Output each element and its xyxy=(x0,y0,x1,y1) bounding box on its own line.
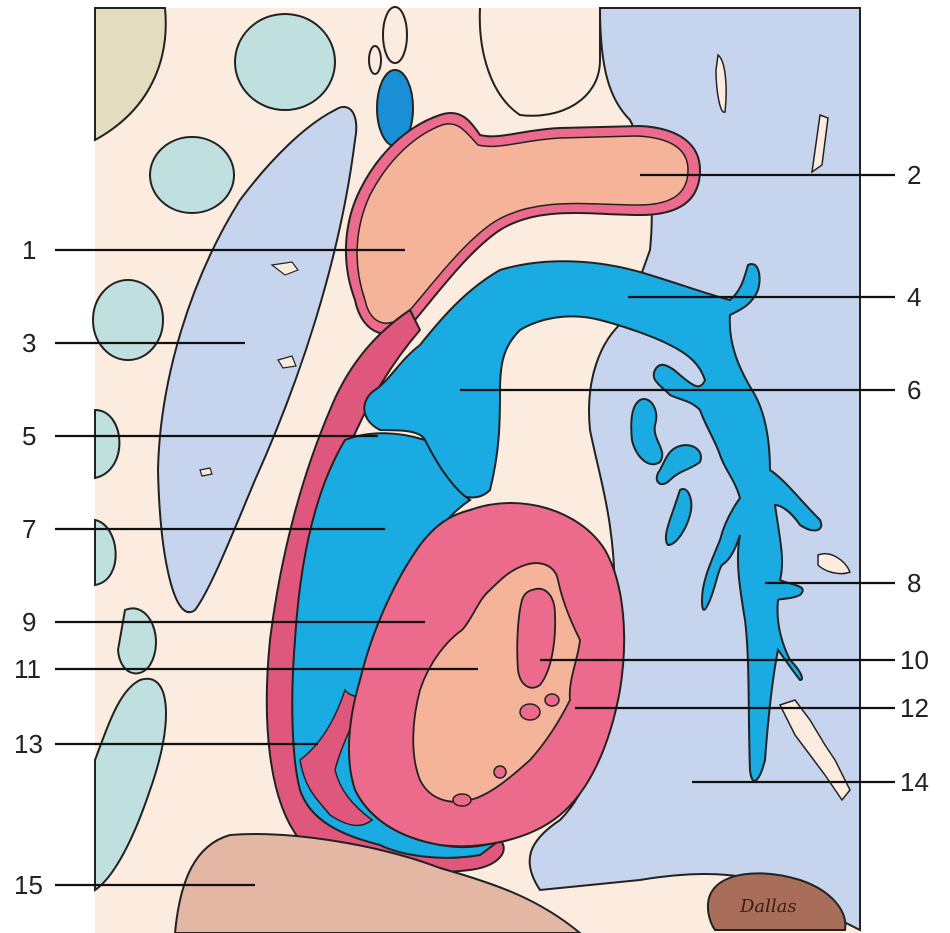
label-9: 9 xyxy=(22,607,36,637)
label-15: 15 xyxy=(14,870,43,900)
label-14: 14 xyxy=(900,767,929,797)
tiny-outline xyxy=(369,46,381,74)
label-5: 5 xyxy=(22,421,36,451)
label-13: 13 xyxy=(14,729,43,759)
small-vessel-outline xyxy=(383,7,407,63)
trabecula-island-c xyxy=(494,766,506,778)
teal-structure-e xyxy=(118,608,156,673)
label-7: 7 xyxy=(22,514,36,544)
label-11: 11 xyxy=(14,654,41,684)
teal-structure-a xyxy=(150,137,234,213)
teal-structure-top xyxy=(235,14,335,110)
label-2: 2 xyxy=(907,160,921,190)
label-8: 8 xyxy=(907,568,921,598)
trabecula-island-d xyxy=(453,794,471,806)
label-10: 10 xyxy=(900,645,929,675)
signature: Dallas xyxy=(739,896,797,917)
trabecula-island-b xyxy=(545,694,559,706)
teal-structure-b xyxy=(93,280,163,360)
label-6: 6 xyxy=(907,375,921,405)
label-4: 4 xyxy=(907,282,921,312)
label-3: 3 xyxy=(22,328,36,358)
lung-outline-g xyxy=(200,468,212,476)
trabecula-island-a xyxy=(520,704,540,720)
label-12: 12 xyxy=(900,693,929,723)
label-1: 1 xyxy=(22,235,36,265)
